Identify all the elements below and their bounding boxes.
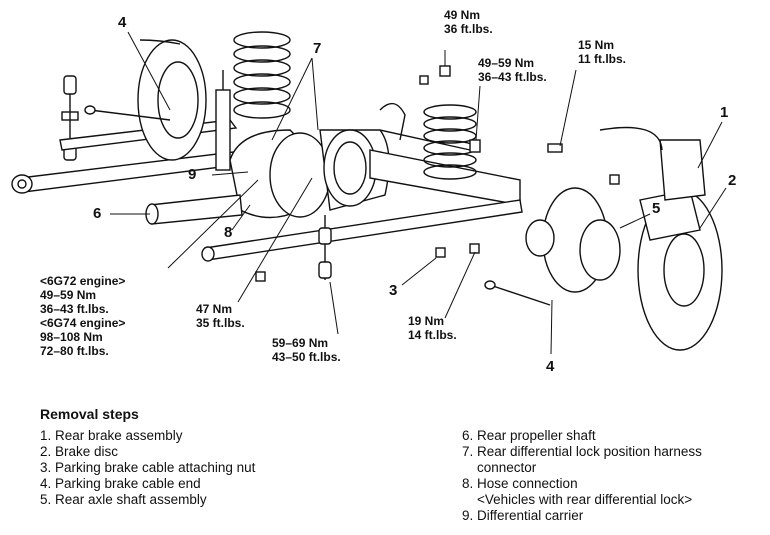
removal-steps-list-right: 6. Rear propeller shaft 7. Rear differen… [462, 428, 702, 524]
rear-brake-assembly [599, 126, 706, 201]
brake-disc-right [637, 189, 723, 351]
rear-propeller-shaft [145, 194, 243, 225]
bolts [255, 65, 620, 282]
removal-step: connector [462, 460, 537, 475]
callout-5-rear-axle-shaft-assembly: 5 [652, 200, 661, 217]
rear-axle-exploded-diagram [11, 31, 727, 355]
removal-step: 2. Brake disc [40, 444, 119, 459]
callout-8-hose-connection: 8 [224, 224, 233, 241]
removal-step: 9. Differential carrier [462, 508, 584, 523]
coil-spring-left [233, 31, 291, 119]
parking-brake-cable [84, 105, 551, 306]
callout-9-differential-carrier: 9 [188, 166, 197, 183]
removal-step: 6. Rear propeller shaft [462, 428, 596, 443]
shock-absorber-left [215, 70, 231, 171]
removal-step: 3. Parking brake cable attaching nut [40, 460, 256, 475]
lower-arm [201, 199, 523, 262]
callout-4-parking-brake-cable-end: 4 [118, 14, 127, 31]
removal-steps-heading: Removal steps [40, 406, 139, 422]
rear-axle-shaft-assembly [525, 187, 621, 293]
stabilizer-link-right [318, 215, 332, 280]
callout-2-brake-disc: 2 [728, 172, 737, 189]
removal-steps-list-left: 1. Rear brake assembly 2. Brake disc 3. … [40, 428, 255, 508]
callout-4-parking-brake-cable-end-lower: 4 [546, 358, 555, 375]
callout-6-rear-propeller-shaft: 6 [93, 205, 102, 222]
brake-disc-left [137, 39, 207, 161]
callout-3-parking-brake-cable-nut: 3 [389, 282, 398, 299]
removal-step: 5. Rear axle shaft assembly [40, 492, 207, 507]
removal-step: 4. Parking brake cable end [40, 476, 201, 491]
removal-step: <Vehicles with rear differential lock> [462, 492, 693, 507]
removal-step: 7. Rear differential lock position harne… [462, 444, 702, 459]
torque-spec-engine-variants: <6G72 engine> 49–59 Nm 36–43 ft.lbs. <6G… [40, 274, 126, 358]
removal-step: 8. Hose connection [462, 476, 578, 491]
differential-carrier [229, 129, 390, 219]
removal-step: 1. Rear brake assembly [40, 428, 183, 443]
breather-hose [379, 102, 406, 141]
leader-lines [110, 31, 727, 355]
callout-7-harness-connector: 7 [313, 40, 322, 57]
callout-1-rear-brake-assembly: 1 [720, 104, 729, 121]
